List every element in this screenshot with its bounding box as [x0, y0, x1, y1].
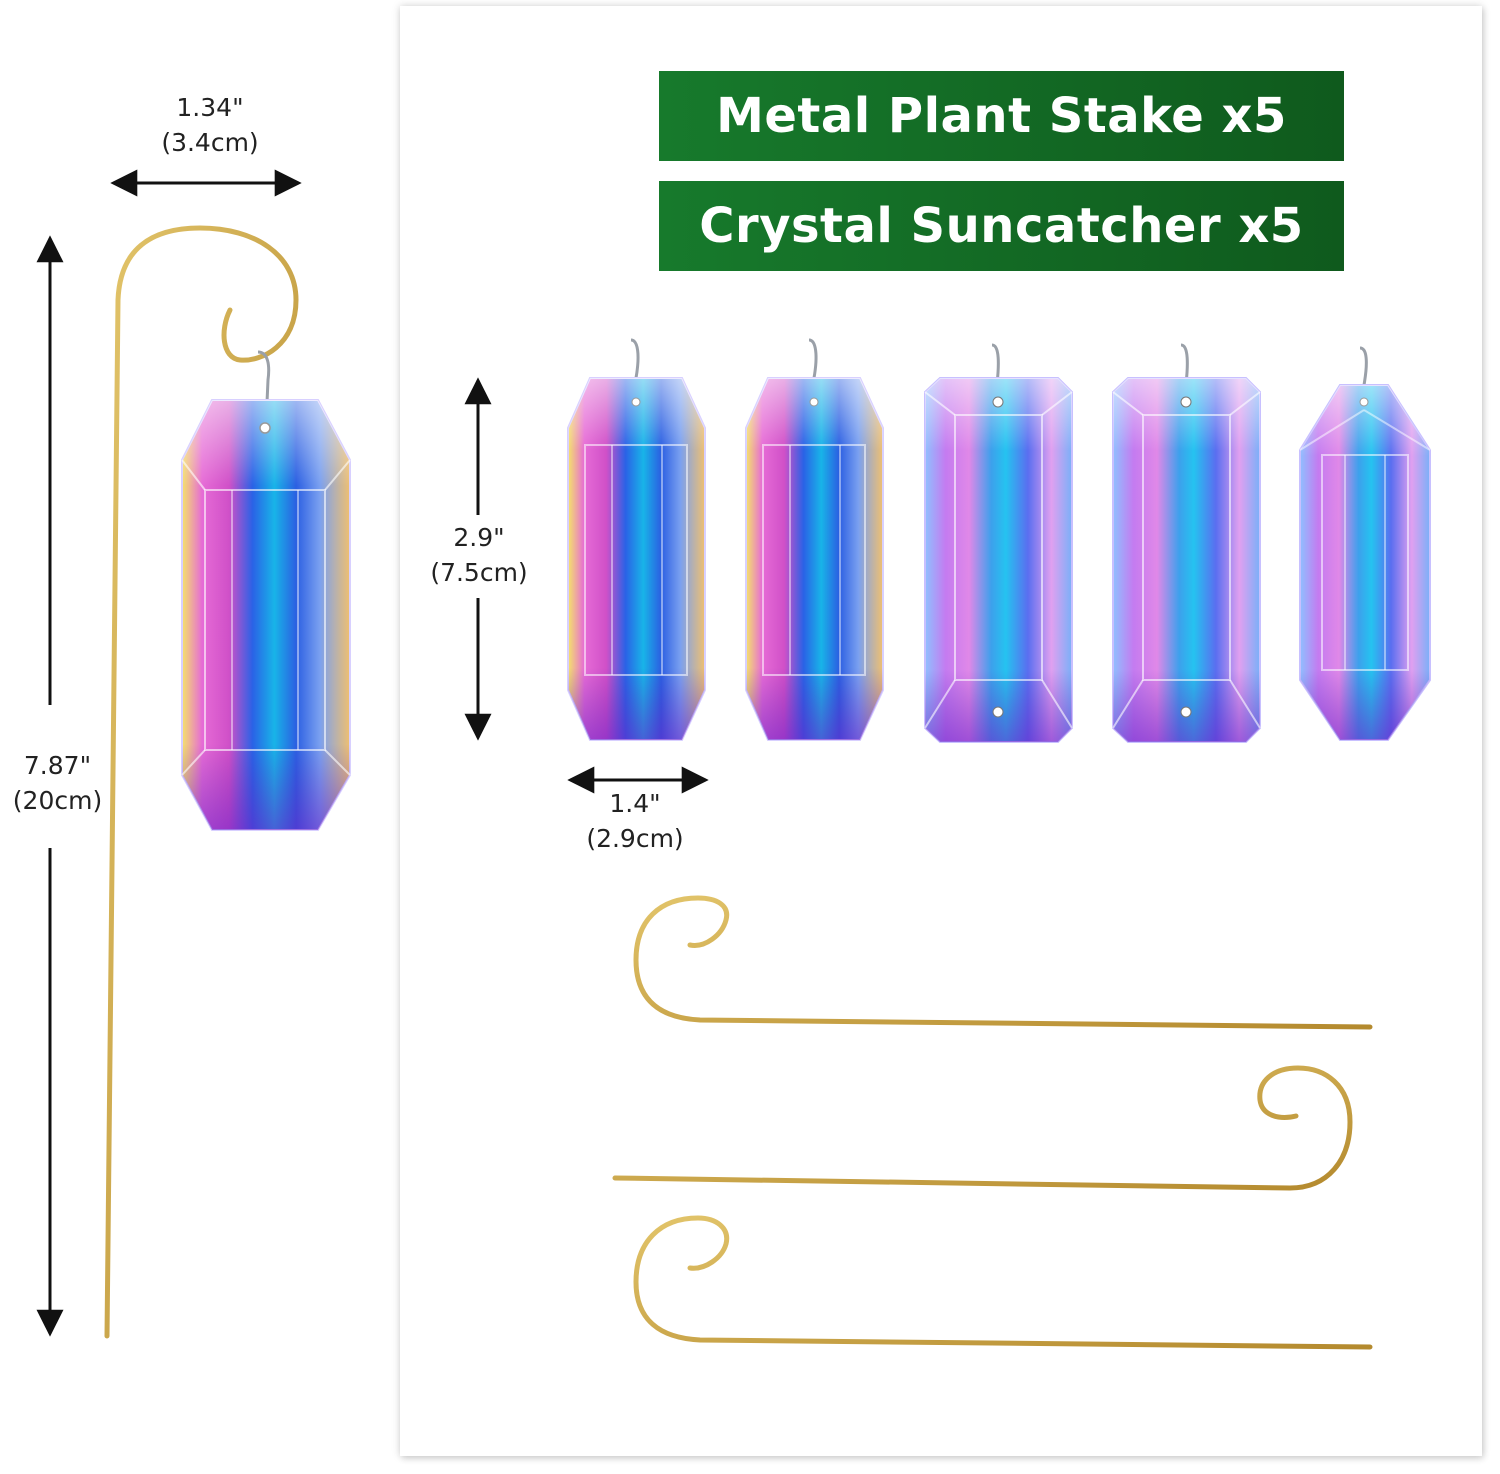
stake-height-label: 7.87" (20cm)	[0, 748, 115, 818]
stake-banner-label: Metal Plant Stake x5	[716, 88, 1287, 144]
crystal-height-label: 2.9" (7.5cm)	[414, 520, 544, 590]
suncatcher-banner-label: Crystal Suncatcher x5	[699, 198, 1304, 254]
stake-banner: Metal Plant Stake x5	[659, 71, 1344, 161]
crystal-2	[745, 338, 884, 741]
stake-wire	[104, 225, 299, 1339]
crystal-4	[1112, 343, 1261, 743]
loose-stake-1	[633, 895, 1373, 1030]
loose-stake-2	[612, 1065, 1353, 1191]
stake-with-crystal-illustration	[36, 169, 351, 1339]
hook-width-inches: 1.34"	[176, 93, 244, 122]
crystal-width-label: 1.4" (2.9cm)	[570, 786, 700, 856]
hook-width-label: 1.34" (3.4cm)	[130, 90, 290, 160]
crystal-1	[567, 338, 706, 741]
crystal-height-inches: 2.9"	[453, 523, 505, 552]
crystal-3	[924, 343, 1073, 743]
large-crystal	[181, 399, 351, 831]
loose-stake-3	[633, 1215, 1373, 1350]
stake-height-cm: (20cm)	[12, 786, 103, 815]
hanging-ring	[257, 350, 271, 426]
crystal-5	[1299, 346, 1431, 741]
crystal-height-cm: (7.5cm)	[430, 558, 528, 587]
crystal-width-cm: (2.9cm)	[586, 824, 684, 853]
suncatcher-banner: Crystal Suncatcher x5	[659, 181, 1344, 271]
stake-height-inches: 7.87"	[23, 751, 92, 780]
crystal-width-inches: 1.4"	[609, 789, 661, 818]
hook-width-cm: (3.4cm)	[161, 128, 259, 157]
